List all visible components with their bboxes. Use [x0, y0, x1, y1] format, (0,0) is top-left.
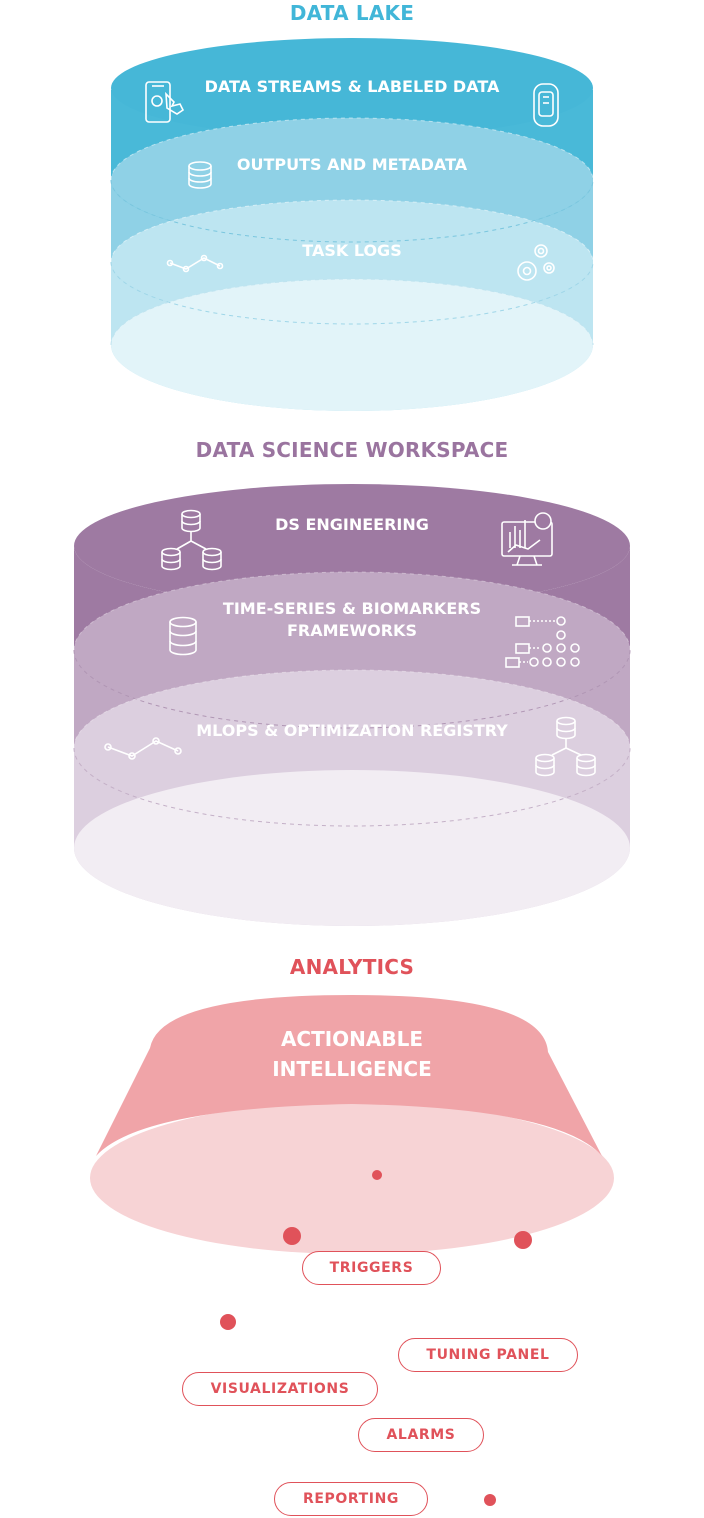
data-lake-top-ellipse	[111, 38, 593, 138]
tuning-panel-pill[interactable]: TUNING PANEL	[398, 1338, 578, 1372]
alarms-pill[interactable]: ALARMS	[358, 1418, 484, 1452]
analytics-title: ANALYTICS	[289, 955, 415, 979]
dot	[484, 1494, 496, 1506]
analytics-funnel	[90, 995, 614, 1254]
wearable-band-icon	[533, 83, 559, 127]
layer-mlops: MLOPS & OPTIMIZATION REGISTRY	[196, 721, 508, 740]
layer-data-streams: DATA STREAMS & LABELED DATA	[204, 77, 500, 96]
intelligence-label: INTELLIGENCE	[272, 1057, 432, 1081]
visualizations-pill[interactable]: VISUALIZATIONS	[182, 1372, 378, 1406]
layer-ds-engineering: DS ENGINEERING	[275, 515, 429, 534]
database-icon-ds	[169, 616, 197, 656]
dot	[372, 1170, 382, 1180]
data-lake-cylinder	[110, 38, 594, 411]
actionable-label: ACTIONABLE	[280, 1027, 424, 1051]
line-graph-icon	[166, 254, 224, 273]
dot	[283, 1227, 301, 1245]
database-network-icon-ds	[535, 716, 596, 777]
dot	[220, 1314, 236, 1330]
gears-icon	[517, 244, 555, 281]
database-icon	[188, 161, 212, 189]
reporting-pill[interactable]: REPORTING	[274, 1482, 428, 1516]
layer-outputs-metadata: OUTPUTS AND METADATA	[236, 155, 468, 174]
data-lake-title: DATA LAKE	[289, 1, 415, 25]
ds-workspace-cylinder	[73, 484, 631, 926]
ds-workspace-title: DATA SCIENCE WORKSPACE	[195, 438, 509, 462]
dot	[514, 1231, 532, 1249]
triggers-pill[interactable]: TRIGGERS	[302, 1251, 441, 1285]
analytics-base-ellipse	[90, 1102, 614, 1254]
layer-time-series: TIME-SERIES & BIOMARKERS	[222, 599, 482, 618]
analytics-dots	[220, 1170, 532, 1506]
line-graph-icon-ds	[104, 737, 182, 760]
layer-task-logs: TASK LOGS	[302, 241, 402, 260]
phone-touch-icon	[145, 81, 185, 123]
flow-chart-icon	[505, 616, 580, 668]
analytics-cap	[96, 995, 602, 1156]
database-network-icon	[161, 509, 222, 571]
layer-frameworks: FRAMEWORKS	[287, 621, 417, 640]
analytics-monitor-icon	[501, 512, 553, 566]
